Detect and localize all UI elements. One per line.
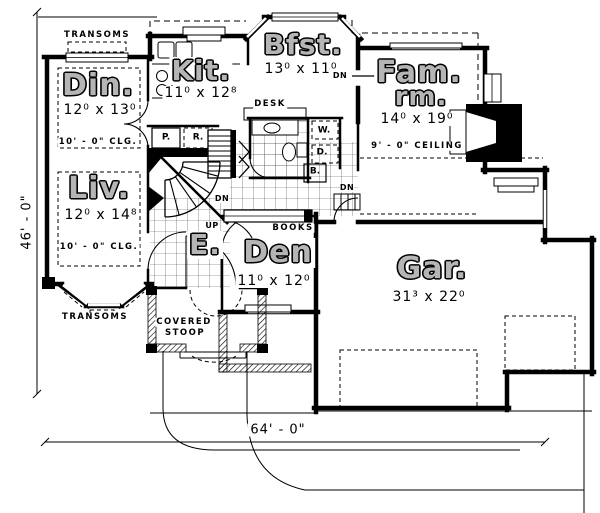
room-dims-dining: 12⁰ x 13⁰ <box>61 102 139 118</box>
ceiling-height-family: 9' - 0" CEILING <box>370 140 464 151</box>
closets <box>151 127 327 183</box>
room-dims-kitchen: 11⁰ x 12⁸ <box>162 85 240 101</box>
bathroom-fixtures <box>251 119 308 162</box>
roof-overhang-lines <box>38 16 479 102</box>
room-label-family-line2: rm. <box>392 82 450 112</box>
room-dims-breakfast: 13⁰ x 11⁰ <box>262 61 340 77</box>
toilet-tank <box>296 142 308 158</box>
room-dims-living: 12⁰ x 14⁸ <box>62 207 140 223</box>
fridge-label: R. <box>192 132 204 143</box>
driveway-walk-lines <box>150 351 592 513</box>
room-label-family: Fam. <box>374 55 464 90</box>
dimension-lines <box>32 7 550 447</box>
den-porch-walls <box>218 311 312 373</box>
room-label-living: Liv. <box>66 171 132 206</box>
overall-depth-dimension: 46' - 0" <box>20 191 35 253</box>
transoms-top-label: TRANSOMS <box>63 29 131 40</box>
transoms-bottom-label: TRANSOMS <box>61 311 129 322</box>
toilet-icon <box>282 142 296 162</box>
room-dims-den: 11⁰ x 12⁰ <box>235 273 313 289</box>
kitchen-sink-icon <box>157 41 175 59</box>
fireplace-icon <box>449 104 522 162</box>
pantry-label: P. <box>161 132 171 143</box>
closet-b-label: B. <box>309 166 321 177</box>
family-dn-label: DN <box>332 71 348 80</box>
dryer-label: D. <box>316 147 328 158</box>
ceiling-height-dining: 10' - 0" CLG. <box>57 136 139 147</box>
stairs-up-label: UP <box>205 221 219 230</box>
books-label: BOOKS <box>271 222 315 233</box>
covered-stoop-structure <box>146 286 268 363</box>
bookshelf <box>223 209 313 223</box>
staircase <box>148 129 361 225</box>
overall-width-dimension: 64' - 0" <box>247 423 309 437</box>
covered-stoop-label-line1: COVERED <box>155 316 213 327</box>
side-porch-steps <box>493 177 539 193</box>
room-label-dining: Din. <box>60 68 136 103</box>
room-label-entry: E. <box>187 228 223 261</box>
ceiling-height-living: 10' - 0" CLG. <box>58 241 140 252</box>
covered-stoop-label-line2: STOOP <box>163 327 207 338</box>
room-label-garage: Gar. <box>394 251 470 286</box>
room-label-kitchen: Kit. <box>169 54 233 87</box>
desk-label: DESK <box>253 98 287 109</box>
sink-icon <box>263 122 281 134</box>
stairs-dn-label: DN <box>214 194 230 203</box>
hall-dn-label: DN <box>339 183 355 192</box>
room-dims-family: 14⁰ x 19⁰ <box>378 111 456 127</box>
windows <box>62 12 547 314</box>
washer-label: W. <box>317 125 331 136</box>
room-label-den: Den <box>241 235 315 270</box>
cooktop-burner-icon <box>156 70 168 82</box>
room-label-breakfast: Bfst. <box>261 28 345 61</box>
room-dims-garage: 31³ x 22⁰ <box>390 289 468 305</box>
